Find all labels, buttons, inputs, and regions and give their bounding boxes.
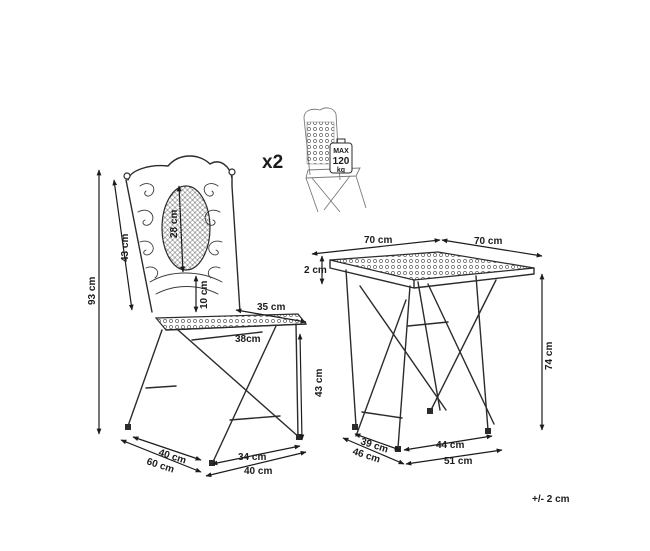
table-top-width-label: 70 cm	[474, 236, 502, 247]
chair-backrest-height-label: 43 cm	[120, 234, 131, 262]
table-front-inner-label: 44 cm	[436, 440, 464, 451]
tolerance-label: +/- 2 cm	[532, 494, 570, 505]
table-height-label: 74 cm	[544, 342, 555, 370]
chair-seat-depth-label: 35 cm	[257, 302, 285, 313]
table-front-outer-label: 51 cm	[444, 456, 472, 467]
chair-height-label: 93 cm	[87, 277, 98, 305]
max-load-label: MAX	[333, 148, 349, 155]
table-drawing	[329, 251, 535, 452]
chair-front-width-label: 34 cm	[238, 452, 266, 463]
chair-dimension-lines	[96, 169, 307, 478]
table-dimension-lines	[311, 238, 545, 466]
max-load-value: 120	[333, 156, 350, 167]
chair-seat-height-label: 43 cm	[314, 369, 325, 397]
chair-seat-width-label: 38cm	[235, 334, 261, 345]
chair-backrest-gap-label: 10 cm	[199, 281, 210, 309]
table-top-length-label: 70 cm	[364, 235, 392, 246]
table-top-thickness-label: 2 cm	[304, 265, 327, 276]
quantity-label: x2	[262, 152, 283, 173]
small-chair-icon: MAX 120 kg	[303, 107, 367, 213]
chair-backrest-panel-label: 28 cm	[169, 210, 180, 238]
max-load-unit: kg	[337, 167, 345, 174]
chair-base-width-label: 40 cm	[244, 466, 272, 477]
